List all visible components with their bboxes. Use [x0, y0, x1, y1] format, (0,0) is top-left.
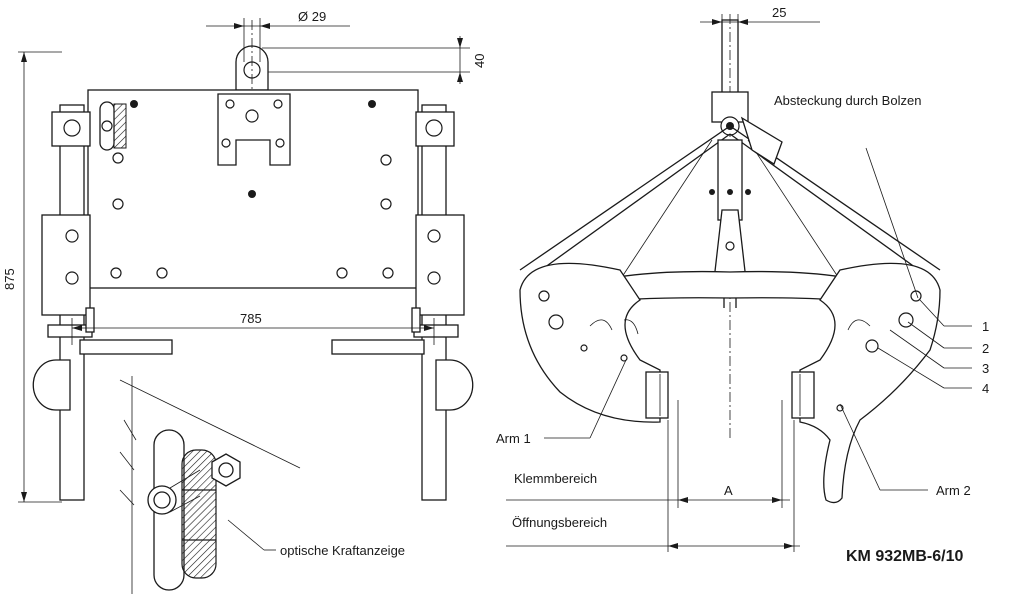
centre-bracket — [217, 93, 291, 166]
callout-4: 4 — [982, 381, 989, 396]
dim-eye-height: 40 — [472, 54, 487, 68]
model-designation: KM 932MB-6/10 — [846, 548, 963, 565]
dim-shackle-width: 25 — [772, 5, 786, 20]
callout-3: 3 — [982, 361, 989, 376]
label-clamping-range: Klemmbereich — [514, 471, 597, 486]
callout-2: 2 — [982, 341, 989, 356]
force-indicator-bar — [181, 449, 217, 579]
detail-inset: optische Kraftanzeige — [119, 376, 405, 594]
label-pin-lock: Absteckung durch Bolzen — [774, 93, 921, 108]
dim-total-height: 875 — [2, 268, 17, 290]
arm-1-jaw — [519, 262, 661, 423]
label-arm-1: Arm 1 — [496, 431, 531, 446]
dim-pin-diameter: Ø 29 — [298, 9, 326, 24]
label-arm-2: Arm 2 — [936, 483, 971, 498]
dim-width: 785 — [240, 311, 262, 326]
front-view: 875 785 Ø 29 40 — [2, 9, 487, 503]
label-opening-range: Öffnungsbereich — [512, 515, 607, 530]
centre-column — [717, 139, 743, 221]
label-force-indicator: optische Kraftanzeige — [280, 543, 405, 558]
callout-1: 1 — [982, 319, 989, 334]
side-view: 25 — [496, 5, 989, 552]
dim-clamp-A: A — [724, 483, 733, 498]
